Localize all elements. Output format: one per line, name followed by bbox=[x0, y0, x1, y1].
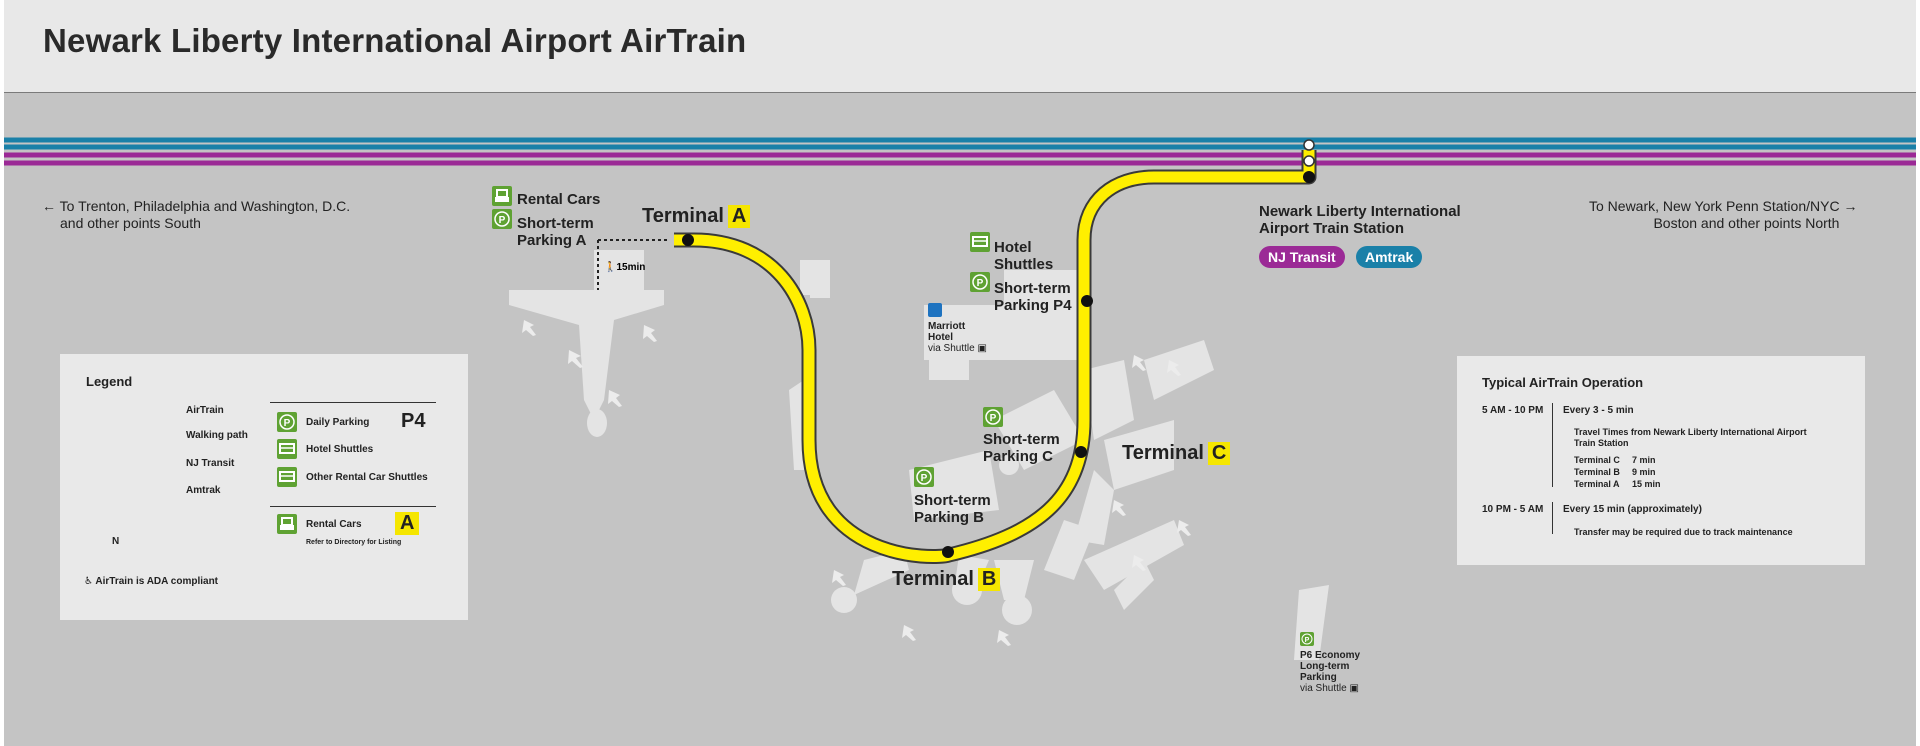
divider bbox=[270, 506, 436, 507]
bus-icon: ▣ bbox=[977, 343, 987, 354]
parking-icon: P bbox=[970, 272, 990, 292]
map-frame: Newark Liberty International Airport Air… bbox=[4, 0, 1916, 746]
walking-path bbox=[597, 239, 670, 290]
airtrain-map bbox=[4, 137, 1916, 660]
direction-east: To Newark, New York Penn Station/NYC → B… bbox=[1589, 198, 1858, 231]
stop-p4 bbox=[1081, 295, 1093, 307]
parking-icon: P bbox=[914, 467, 934, 487]
divider bbox=[1552, 403, 1553, 487]
legend-ada: ♿ AirTrain is ADA compliant bbox=[84, 576, 219, 587]
day-hours: 5 AM - 10 PM bbox=[1482, 405, 1544, 416]
legend-panel: Legend AirTrain Walking path NJ Transit … bbox=[60, 354, 468, 620]
night-note: Transfer may be required due to track ma… bbox=[1574, 527, 1793, 537]
direction-west: ← To Trenton, Philadelphia and Washingto… bbox=[42, 198, 351, 231]
rental-car-icon bbox=[277, 514, 297, 534]
legend-rental-code: A bbox=[395, 512, 420, 535]
rental-car-icon bbox=[492, 186, 512, 206]
legend-daily: Daily Parking bbox=[306, 417, 370, 428]
rail-lines bbox=[4, 137, 1916, 166]
stop-train-station bbox=[1303, 171, 1315, 183]
hotel-icon bbox=[928, 303, 942, 317]
airtrain-stops bbox=[682, 171, 1315, 558]
legend-amtrak: Amtrak bbox=[186, 485, 221, 496]
legend-hotel: Hotel Shuttles bbox=[306, 444, 374, 455]
arrow-right-icon: → bbox=[1839, 198, 1858, 214]
svg-text:P: P bbox=[499, 215, 506, 226]
parking-icon: P bbox=[1300, 632, 1314, 646]
stop-terminal-c bbox=[1075, 446, 1087, 458]
operation-title: Typical AirTrain Operation bbox=[1482, 375, 1644, 390]
shuttle-icon bbox=[277, 467, 297, 487]
p4-garage bbox=[1004, 270, 1084, 360]
night-hours: 10 PM - 5 AM bbox=[1482, 504, 1544, 515]
terminal-a-pier bbox=[587, 409, 607, 437]
walking-person-icon: 🚶 bbox=[604, 262, 617, 273]
accessibility-icon: ♿ bbox=[84, 576, 93, 587]
parking-icon: P bbox=[983, 407, 1003, 427]
terminal-b-pier-3 bbox=[1002, 595, 1032, 625]
legend-title: Legend bbox=[86, 374, 133, 389]
parking-icon: P bbox=[492, 209, 512, 229]
header-bar: Newark Liberty International Airport Air… bbox=[4, 0, 1916, 93]
divider bbox=[270, 402, 436, 403]
legend-north: N bbox=[112, 536, 120, 547]
svg-text:P: P bbox=[1305, 637, 1310, 644]
night-frequency: Every 15 min (approximately) bbox=[1563, 504, 1702, 515]
legend-airtrain: AirTrain bbox=[186, 405, 224, 416]
airport-buildings bbox=[509, 250, 1329, 660]
terminal-c-building bbox=[1084, 360, 1134, 440]
travel-times-heading: Travel Times from Newark Liberty Interna… bbox=[1574, 427, 1807, 448]
parking-icon: P bbox=[277, 412, 297, 432]
legend-daily-code: P4 bbox=[401, 410, 426, 432]
parking-c-garage bbox=[994, 390, 1084, 470]
divider bbox=[1552, 502, 1553, 534]
plane-icons bbox=[522, 320, 1191, 646]
terminal-a-building bbox=[594, 250, 644, 290]
day-frequency: Every 3 - 5 min bbox=[1563, 405, 1634, 416]
legend-njtransit: NJ Transit bbox=[186, 458, 235, 469]
svg-text:P: P bbox=[284, 418, 291, 429]
stop-terminal-b bbox=[942, 546, 954, 558]
svg-text:P: P bbox=[977, 278, 984, 289]
shuttle-icon bbox=[970, 232, 990, 252]
svg-text:P: P bbox=[990, 413, 997, 424]
terminal-b-pier-1 bbox=[831, 587, 857, 613]
legend-walking: Walking path bbox=[186, 430, 248, 441]
shuttle-icon bbox=[277, 439, 297, 459]
p6-lot bbox=[1294, 585, 1329, 660]
bus-icon: ▣ bbox=[1349, 683, 1359, 694]
stop-terminal-a bbox=[682, 234, 694, 246]
svg-text:P: P bbox=[921, 473, 928, 484]
arrow-left-icon: ← bbox=[42, 198, 60, 214]
legend-rental-shuttles: Other Rental Car Shuttles bbox=[306, 472, 428, 483]
walk-time: 🚶15min bbox=[604, 262, 646, 273]
amtrak-pill: Amtrak bbox=[1356, 246, 1423, 268]
operation-panel: Typical AirTrain Operation 5 AM - 10 PM … bbox=[1457, 356, 1865, 565]
legend-rental-note: Refer to Directory for Listing bbox=[306, 539, 402, 546]
legend-rental: Rental Cars bbox=[306, 519, 362, 530]
rental-cars-label: Rental Cars bbox=[517, 191, 601, 208]
nj-transit-pill: NJ Transit bbox=[1259, 246, 1345, 268]
terminal-a-concourse bbox=[509, 290, 664, 420]
rail-station-markers bbox=[1303, 139, 1315, 167]
train-station-label: Newark Liberty International Airport Tra… bbox=[1259, 203, 1461, 237]
page-title: Newark Liberty International Airport Air… bbox=[43, 22, 747, 59]
